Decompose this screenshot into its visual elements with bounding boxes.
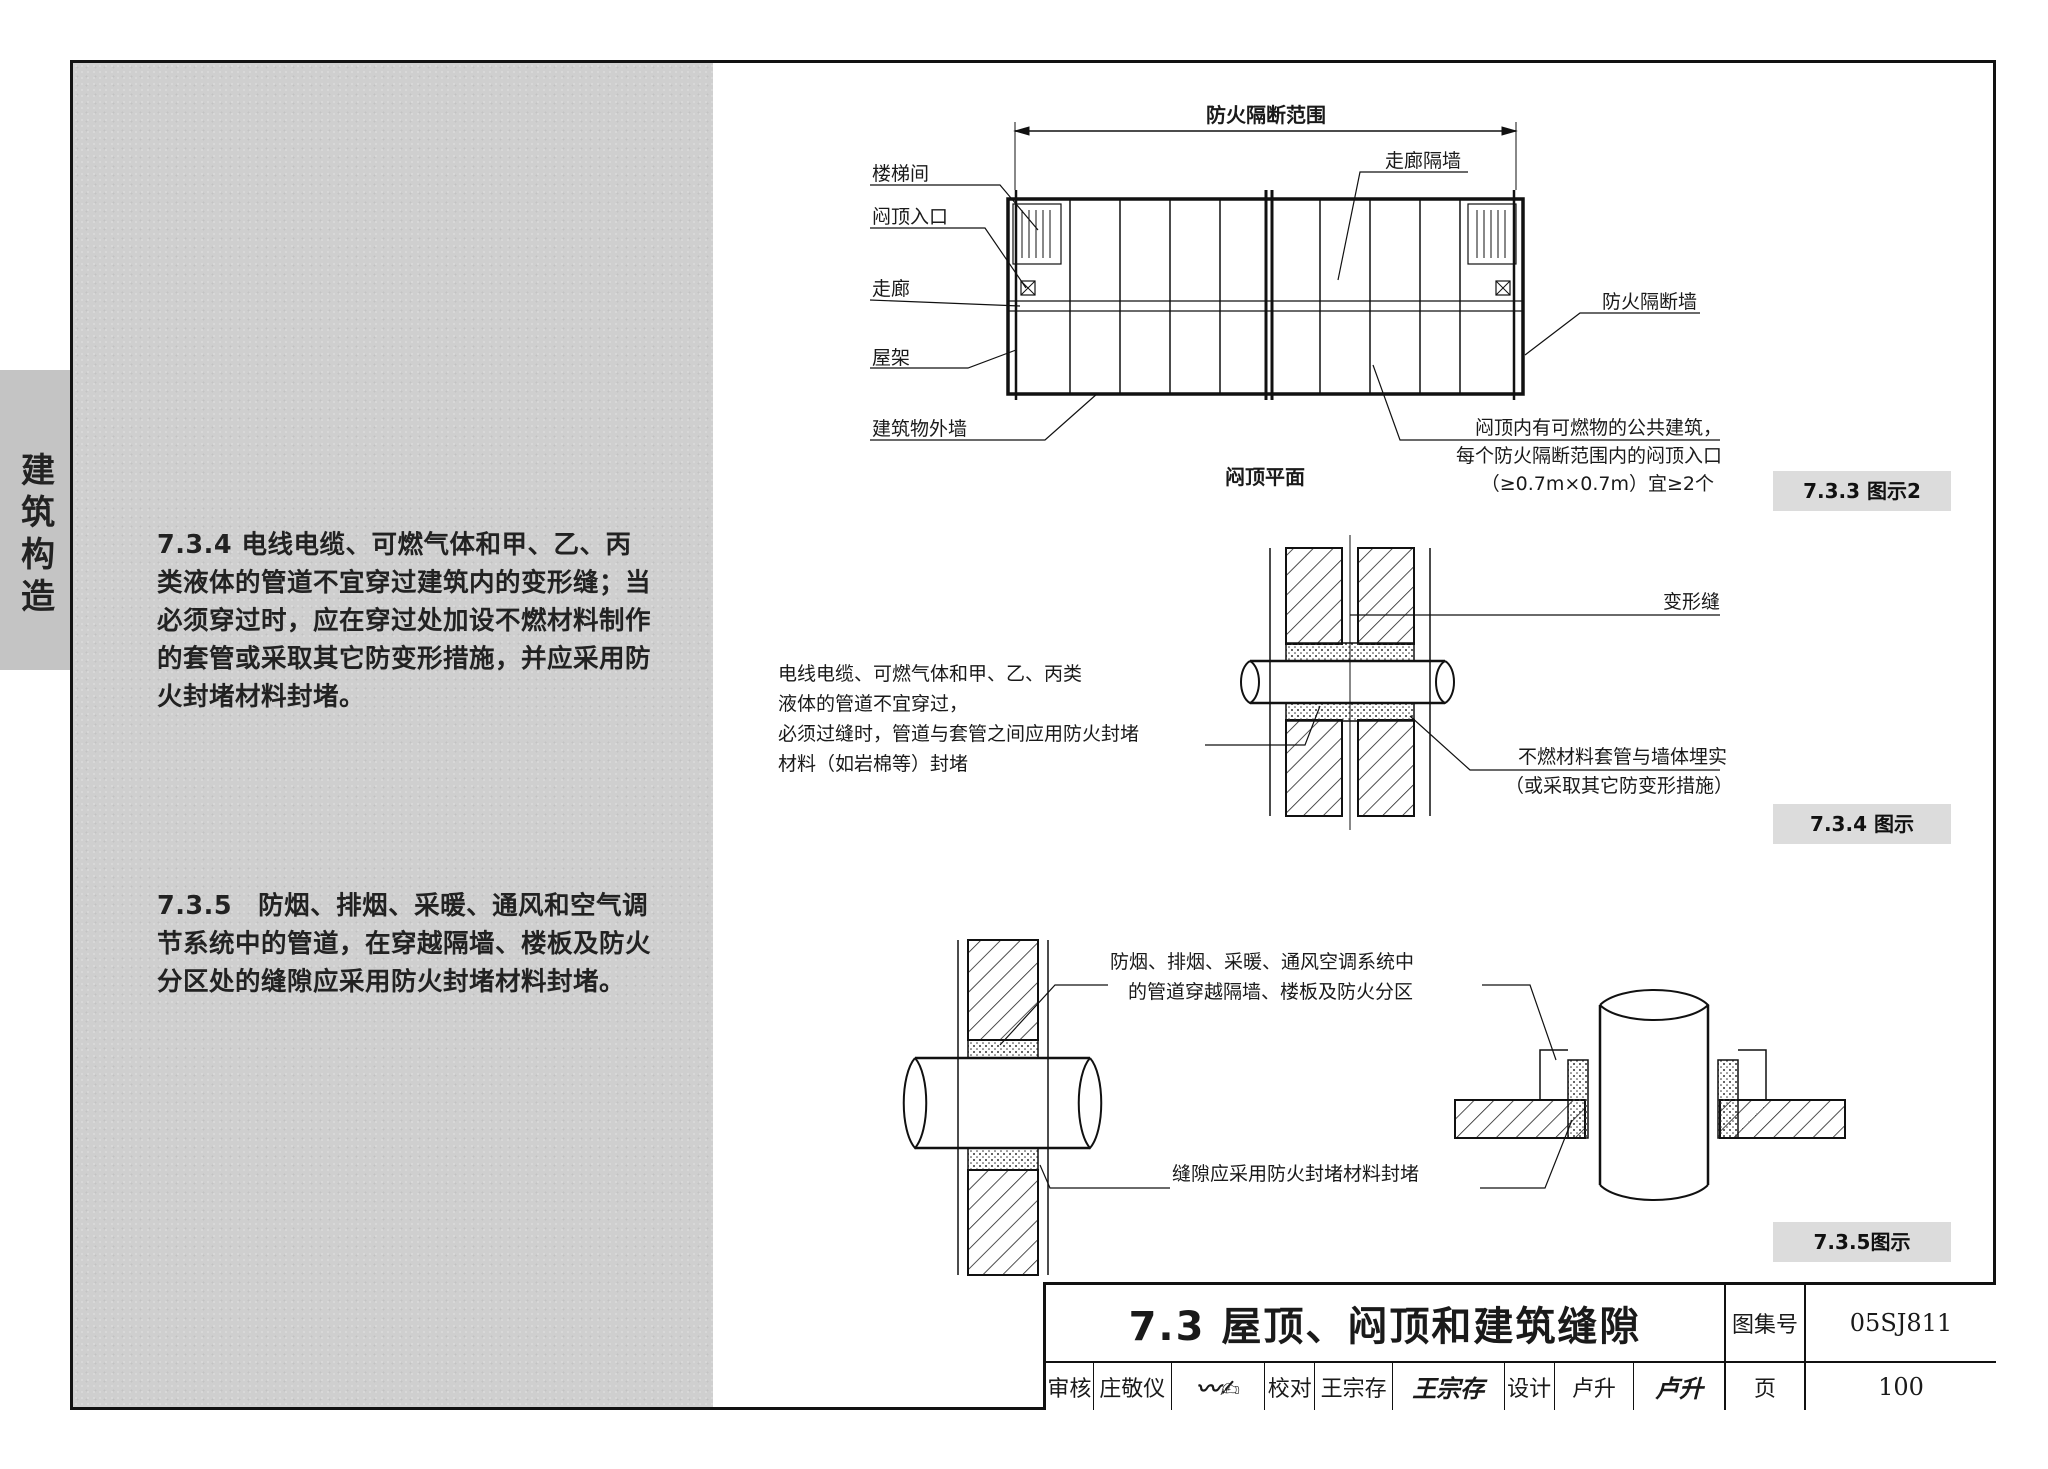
svg-text:7.3.3 图示2: 7.3.3 图示2 bbox=[1803, 479, 1921, 503]
joint-note-4: 材料（如岩棉等）封堵 bbox=[778, 753, 968, 775]
page-label: 页 bbox=[1726, 1363, 1806, 1410]
text-panel bbox=[73, 63, 713, 1407]
title-block: 7.3 屋顶、闷顶和建筑缝隙 图集号 05SJ811 审核 庄敬仪 〰✍ 校对 … bbox=[1043, 1282, 1996, 1410]
fig-7-3-3-caption: 7.3.3 图示2 bbox=[1773, 471, 1951, 511]
fig-7-3-3-labels: 防火隔断范围 楼梯间 闷顶入口 走廊 屋架 建筑物外墙 走廊隔墙 防火隔断墙 闷… bbox=[872, 103, 1722, 495]
clause-7-3-5: 7.3.5 防烟、排烟、采暖、通风和空气调节系统中的管道，在穿越隔墙、楼板及防火… bbox=[157, 891, 652, 997]
atlas-number-value: 05SJ811 bbox=[1806, 1285, 1996, 1363]
check-label: 校对 bbox=[1265, 1363, 1316, 1410]
fig-7-3-5-penetration-detail bbox=[902, 939, 1846, 1276]
penetration-label-2: 的管道穿越隔墙、楼板及防火分区 bbox=[1128, 981, 1413, 1003]
joint-note-3: 必须过缝时，管道与套管之间应用防火封堵 bbox=[778, 723, 1139, 745]
design-label: 设计 bbox=[1505, 1363, 1555, 1410]
check-name: 王宗存 bbox=[1315, 1363, 1393, 1410]
sheet-frame bbox=[70, 60, 1996, 1410]
sheet-title: 7.3 屋顶、闷顶和建筑缝隙 bbox=[1046, 1285, 1726, 1363]
label-hatch: 闷顶入口 bbox=[872, 206, 948, 228]
gap-seal-label: 缝隙应采用防火封堵材料封堵 bbox=[1172, 1163, 1419, 1185]
fig-7-3-4-labels: 变形缝 电线电缆、可燃气体和甲、乙、丙类 液体的管道不宜穿过， 必须过缝时，管道… bbox=[778, 591, 1733, 797]
check-signature: 王宗存 bbox=[1393, 1363, 1505, 1410]
dimension-label: 防火隔断范围 bbox=[1206, 103, 1326, 127]
label-deformation-joint: 变形缝 bbox=[1663, 591, 1720, 613]
design-signature: 卢升 bbox=[1655, 1375, 1704, 1403]
fig-7-3-3-attic-plan bbox=[869, 122, 1720, 441]
fig-7-3-4-joint-detail bbox=[1205, 535, 1720, 830]
note-line-3: （≥0.7m×0.7m）宜≥2个 bbox=[1481, 473, 1714, 495]
sleeve-note-2: （或采取其它防变形措施） bbox=[1505, 775, 1733, 797]
note-line-2: 每个防火隔断范围内的闷顶入口 bbox=[1456, 445, 1722, 467]
label-corridor: 走廊 bbox=[872, 278, 910, 300]
design-name: 卢升 bbox=[1555, 1363, 1635, 1410]
label-stair: 楼梯间 bbox=[872, 163, 929, 185]
joint-note-2: 液体的管道不宜穿过， bbox=[778, 693, 968, 715]
label-outer-wall: 建筑物外墙 bbox=[872, 418, 967, 440]
clause-7-3-4: 7.3.4 电线电缆、可燃气体和甲、乙、丙类液体的管道不宜穿过建筑内的变形缝；当… bbox=[157, 530, 652, 712]
penetration-label-1: 防烟、排烟、采暖、通风空调系统中 bbox=[1110, 951, 1414, 973]
page-number: 100 bbox=[1878, 1372, 1924, 1401]
label-fire-wall: 防火隔断墙 bbox=[1602, 291, 1697, 313]
review-name: 庄敬仪 bbox=[1094, 1363, 1172, 1410]
svg-text:7.3.4 图示: 7.3.4 图示 bbox=[1810, 812, 1914, 836]
chapter-tab bbox=[0, 370, 70, 670]
chapter-tab-label: 建筑构造 bbox=[21, 451, 55, 617]
note-line-1: 闷顶内有可燃物的公共建筑， bbox=[1475, 417, 1722, 439]
joint-note-1: 电线电缆、可燃气体和甲、乙、丙类 bbox=[778, 663, 1082, 685]
label-corridor-wall: 走廊隔墙 bbox=[1385, 150, 1461, 172]
review-signature: 〰✍ bbox=[1172, 1363, 1266, 1410]
sleeve-note-1: 不燃材料套管与墙体埋实 bbox=[1518, 746, 1727, 768]
plan-title: 闷顶平面 bbox=[1225, 465, 1305, 489]
label-truss: 屋架 bbox=[872, 347, 910, 369]
svg-text:7.3.5图示: 7.3.5图示 bbox=[1814, 1230, 1911, 1254]
fig-7-3-4-caption: 7.3.4 图示 bbox=[1773, 804, 1951, 844]
review-label: 审核 bbox=[1046, 1363, 1094, 1410]
fig-7-3-5-caption: 7.3.5图示 bbox=[1773, 1222, 1951, 1262]
fig-7-3-5-labels: 防烟、排烟、采暖、通风空调系统中 的管道穿越隔墙、楼板及防火分区 缝隙应采用防火… bbox=[1110, 951, 1419, 1185]
atlas-number-label: 图集号 bbox=[1726, 1285, 1806, 1363]
signature-row: 审核 庄敬仪 〰✍ 校对 王宗存 王宗存 设计 卢升 卢升 bbox=[1046, 1363, 1726, 1410]
